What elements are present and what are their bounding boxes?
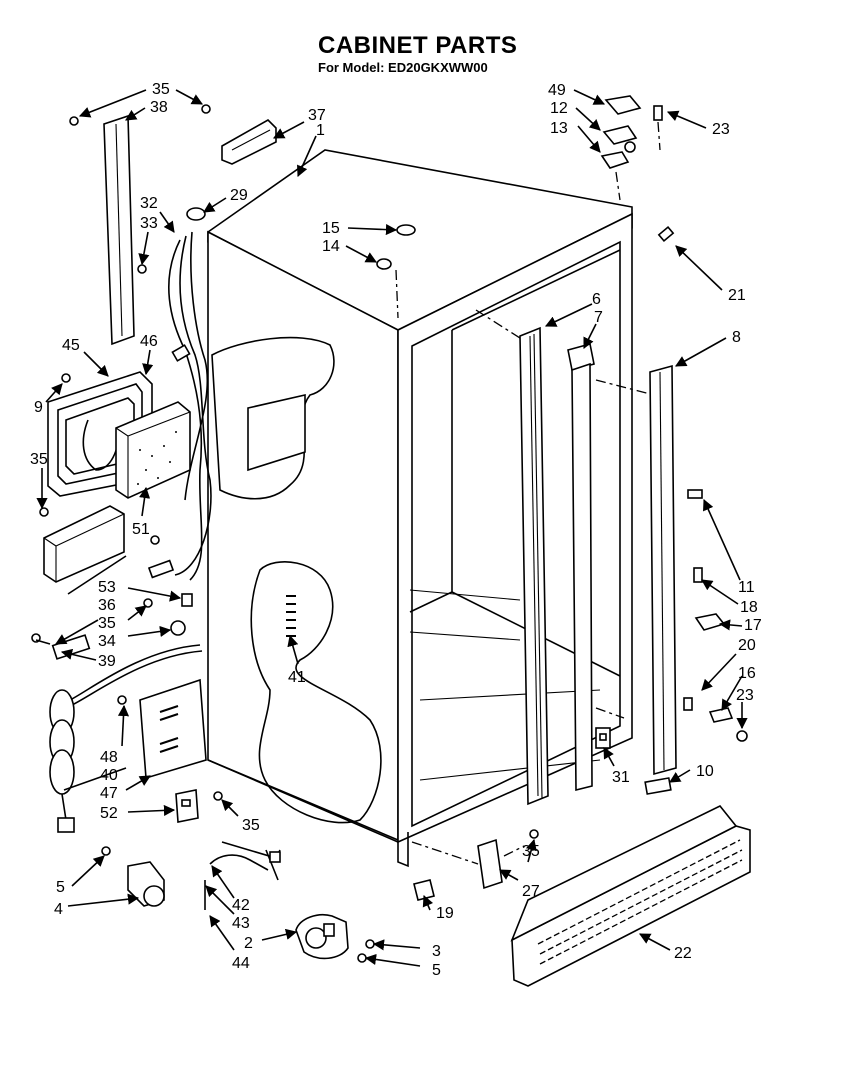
label-9: 9 — [34, 399, 43, 416]
label-23-right: 23 — [736, 687, 754, 704]
dash-leader-8 — [595, 379, 651, 395]
label-6: 6 — [592, 291, 601, 308]
clip-11 — [687, 489, 703, 499]
label-15: 15 — [322, 220, 340, 237]
leveling-leg-42 — [209, 841, 281, 881]
bracket-16 — [708, 707, 734, 723]
page-title: CABINET PARTS — [318, 32, 518, 59]
label-5-right: 5 — [432, 962, 441, 979]
top-hinge-parts — [600, 95, 663, 201]
label-40: 40 — [100, 767, 118, 784]
screw-23 — [736, 730, 748, 742]
label-45: 45 — [62, 337, 80, 354]
label-3: 3 — [432, 943, 441, 960]
label-7: 7 — [594, 309, 603, 326]
dash-leader-7 — [595, 707, 625, 719]
label-46: 46 — [140, 333, 158, 350]
label-39: 39 — [98, 653, 116, 670]
label-14: 14 — [322, 238, 340, 255]
bracket-52 — [175, 789, 199, 823]
clip-21 — [657, 225, 675, 243]
label-32: 32 — [140, 195, 158, 212]
dash-leader-6 — [475, 309, 521, 339]
label-51: 51 — [132, 521, 150, 538]
plug-29 — [186, 207, 206, 221]
label-44: 44 — [232, 955, 250, 972]
label-52: 52 — [100, 805, 118, 822]
label-43: 43 — [232, 915, 250, 932]
cabinet-body — [207, 149, 633, 868]
clip-20 — [683, 697, 693, 711]
label-35-lower: 35 — [242, 817, 260, 834]
roller-4 — [127, 861, 165, 907]
label-42: 42 — [232, 897, 250, 914]
clip-53 — [181, 593, 193, 607]
bracket-17 — [694, 613, 726, 631]
label-29: 29 — [230, 187, 248, 204]
mullion-7 — [567, 343, 595, 792]
label-13: 13 — [550, 120, 568, 137]
roller-bracket-2 — [295, 914, 349, 960]
trim-strip-38 — [103, 114, 135, 346]
label-10: 10 — [696, 763, 714, 780]
label-35-top: 35 — [152, 81, 170, 98]
screws — [31, 104, 539, 963]
label-34: 34 — [98, 633, 116, 650]
label-35-heater: 35 — [30, 451, 48, 468]
label-35-hinge: 35 — [522, 843, 540, 860]
clip-39 — [51, 634, 91, 660]
label-37: 37 — [308, 107, 326, 124]
toe-grille-22 — [510, 804, 751, 987]
switch-31 — [595, 727, 611, 749]
label-38: 38 — [150, 99, 168, 116]
label-11: 11 — [738, 579, 755, 596]
label-20: 20 — [738, 637, 756, 654]
door-seal-strip-6 — [519, 326, 549, 806]
terminal-board-47 — [139, 678, 207, 780]
hinge-bracket-37 — [221, 119, 277, 165]
label-41: 41 — [288, 669, 306, 686]
grommet-34 — [170, 620, 186, 636]
label-19: 19 — [436, 905, 454, 922]
label-27: 27 — [522, 883, 540, 900]
cover-plate-36 — [43, 505, 125, 583]
label-49: 49 — [548, 82, 566, 99]
label-22: 22 — [674, 945, 692, 962]
label-2: 2 — [244, 935, 253, 952]
label-1: 1 — [316, 122, 325, 139]
label-12: 12 — [550, 100, 568, 117]
label-31: 31 — [612, 769, 630, 786]
hinge-bracket-27 — [411, 838, 525, 890]
label-4: 4 — [54, 901, 63, 918]
label-53: 53 — [98, 579, 116, 596]
label-48: 48 — [100, 749, 118, 766]
label-16: 16 — [738, 665, 756, 682]
screw-18 — [693, 567, 703, 583]
pad-10 — [644, 777, 672, 795]
trim-strip-8 — [649, 364, 677, 776]
label-33: 33 — [140, 215, 158, 232]
label-5-left: 5 — [56, 879, 65, 896]
label-17: 17 — [744, 617, 762, 634]
label-8: 8 — [732, 329, 741, 346]
leader-arrows — [35, 89, 748, 967]
label-36: 36 — [98, 597, 116, 614]
label-23-top: 23 — [712, 121, 730, 138]
label-47: 47 — [100, 785, 118, 802]
control-box-46 — [115, 401, 191, 499]
model-subtitle: For Model: ED20GKXWW00 — [318, 60, 488, 75]
callout-labels: 35 38 37 1 29 32 33 15 14 49 12 13 23 21… — [30, 81, 762, 979]
label-35-mid: 35 — [98, 615, 116, 632]
wire-harness — [147, 231, 212, 581]
label-21: 21 — [728, 287, 746, 304]
power-cord-40 — [49, 644, 203, 833]
plug-15-14 — [376, 224, 416, 319]
label-18: 18 — [740, 599, 758, 616]
